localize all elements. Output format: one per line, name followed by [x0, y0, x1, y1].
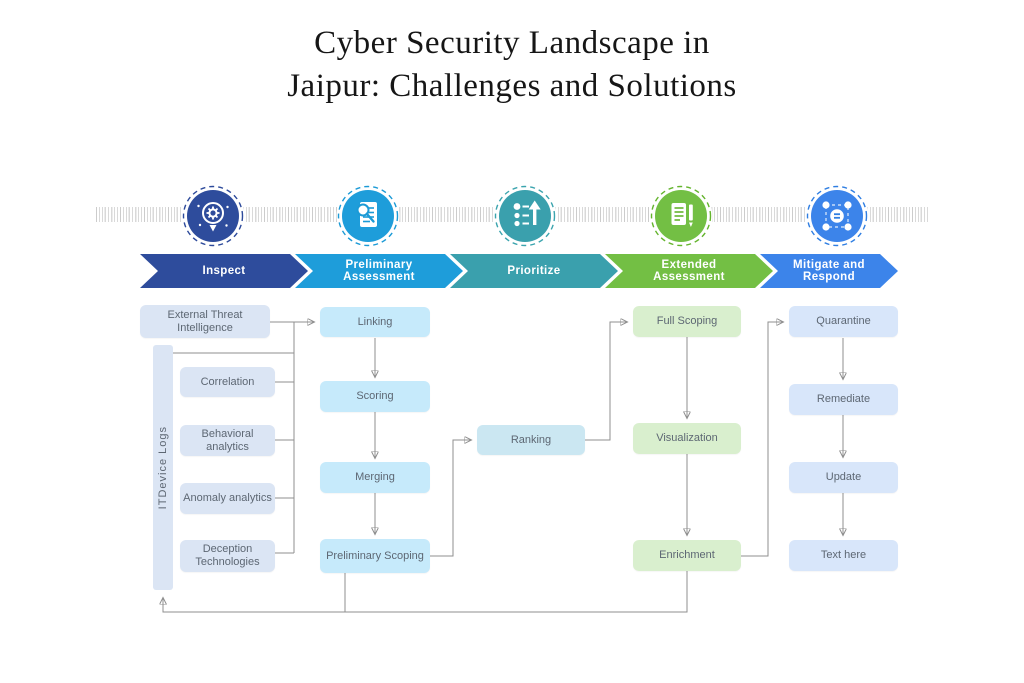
node-merging: Merging [320, 462, 430, 493]
chevron-prioritize [450, 254, 618, 288]
node-quarantine: Quarantine [789, 306, 898, 337]
node-enrichment: Enrichment [633, 540, 741, 571]
node-text-here: Text here [789, 540, 898, 571]
chevron-inspect [140, 254, 308, 288]
edge-feedback-loop [163, 571, 688, 613]
chevron-mitigate-respond [760, 254, 898, 288]
chevron-extended-assessment [605, 254, 773, 288]
node-correlation: Correlation [180, 367, 275, 397]
node-external-threat-intelligence: External Threat Intelligence [140, 305, 270, 338]
node-deception-technologies: Deception Technologies [180, 540, 275, 572]
node-preliminary-scoping: Preliminary Scoping [320, 539, 430, 573]
node-scoring: Scoring [320, 381, 430, 412]
magnifier-gear-icon [181, 184, 245, 248]
node-remediate: Remediate [789, 384, 898, 415]
edge-ranking-fullscoping [585, 322, 627, 441]
node-full-scoping: Full Scoping [633, 306, 741, 337]
node-linking: Linking [320, 307, 430, 337]
stage-chevron-banner [140, 254, 898, 288]
document-edit-icon [649, 184, 713, 248]
node-ranking: Ranking [477, 425, 585, 455]
page-title: Cyber Security Landscape in Jaipur: Chal… [0, 22, 1024, 108]
node-update: Update [789, 462, 898, 493]
node-anomaly-analytics: Anomaly analytics [180, 483, 275, 514]
node-visualization: Visualization [633, 423, 741, 454]
priority-list-arrow-icon [493, 184, 557, 248]
document-search-icon [336, 184, 400, 248]
node-it-device-logs: ITDevice Logs [153, 345, 173, 590]
edge-prelim-ranking [430, 440, 471, 557]
title-line-2: Jaipur: Challenges and Solutions [287, 68, 737, 104]
chevron-preliminary-assessment [295, 254, 463, 288]
title-line-1: Cyber Security Landscape in [314, 25, 710, 61]
node-behavioral-analytics: Behavioral analytics [180, 425, 275, 456]
edge-enrichment-quarantine [741, 322, 783, 557]
network-hub-icon [805, 184, 869, 248]
